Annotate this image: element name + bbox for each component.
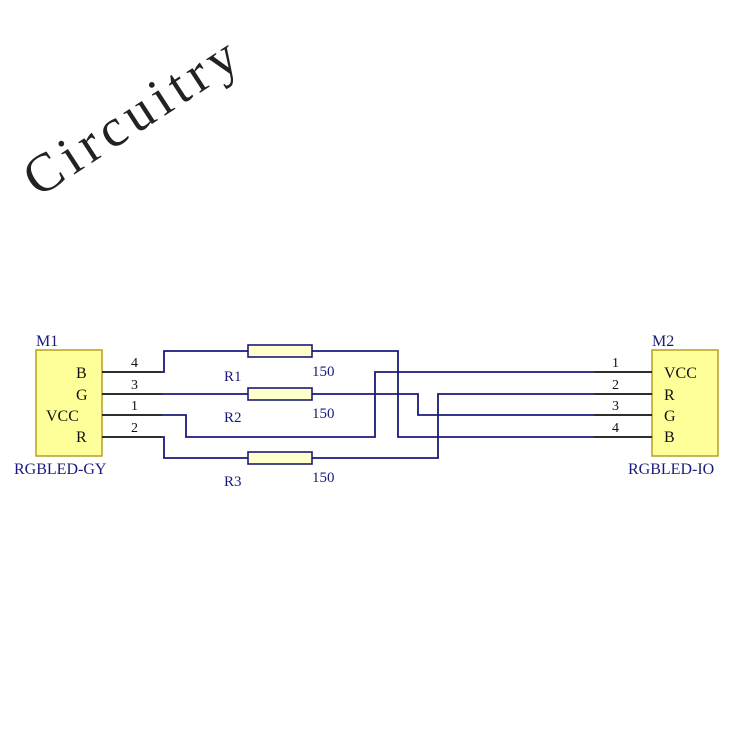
m2-part: RGBLED-IO xyxy=(628,461,714,478)
m2-pin-num-vcc: 1 xyxy=(612,356,619,371)
resistor-r1: R1 150 xyxy=(224,344,335,385)
m2-ref: M2 xyxy=(652,333,674,350)
r1-body xyxy=(247,344,313,358)
wire-net-vcc xyxy=(162,371,594,438)
component-m2: M2 RGBLED-IO VCC R G B 1 2 3 4 xyxy=(594,333,719,478)
wire-net-b xyxy=(162,350,248,373)
diagram-title: Circuitry xyxy=(12,22,253,208)
m1-pin-label-vcc: VCC xyxy=(46,408,79,425)
m2-pin-num-r: 2 xyxy=(612,378,619,393)
m1-pin-num-vcc: 1 xyxy=(131,399,138,414)
resistor-r3: R3 150 xyxy=(224,451,335,490)
wire-net-r xyxy=(162,436,248,459)
m2-pin-label-vcc: VCC xyxy=(664,365,697,382)
m1-part: RGBLED-GY xyxy=(14,461,107,478)
m1-pin-label-g: G xyxy=(76,387,88,404)
m1-pin-label-b: B xyxy=(76,365,87,382)
m1-pin-label-r: R xyxy=(76,429,87,446)
wires xyxy=(162,350,594,459)
m2-pin-label-b: B xyxy=(664,429,675,446)
m2-body xyxy=(651,349,719,457)
component-m1: M1 RGBLED-GY B G VCC R 4 3 1 2 xyxy=(14,333,162,478)
r2-value: 150 xyxy=(312,406,335,422)
r3-body xyxy=(247,451,313,465)
wire-net-r xyxy=(312,393,594,459)
r2-ref: R2 xyxy=(224,410,242,426)
r3-value: 150 xyxy=(312,470,335,486)
m1-body xyxy=(35,349,103,457)
m1-pin-num-b: 4 xyxy=(131,356,138,371)
m1-ref: M1 xyxy=(36,333,58,350)
r3-ref: R3 xyxy=(224,474,242,490)
m2-pin-num-b: 4 xyxy=(612,421,619,436)
m1-pin-num-r: 2 xyxy=(131,421,138,436)
m2-pin-num-g: 3 xyxy=(612,399,619,414)
r1-value: 150 xyxy=(312,364,335,380)
m1-pin-num-g: 3 xyxy=(131,378,138,393)
wire-net-g xyxy=(312,393,594,416)
m2-pin-label-r: R xyxy=(664,387,675,404)
r2-body xyxy=(247,387,313,401)
resistor-r2: R2 150 xyxy=(224,387,335,426)
r1-ref: R1 xyxy=(224,369,242,385)
m2-pin-label-g: G xyxy=(664,408,676,425)
